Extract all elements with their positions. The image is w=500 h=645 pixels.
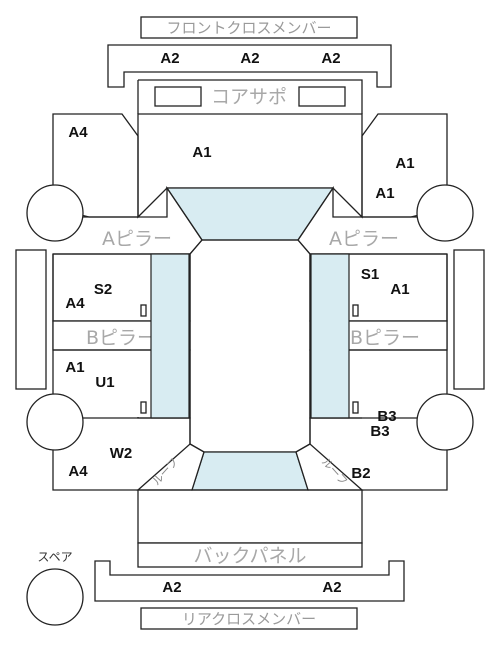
grade-right-rear-door-b1: B3 <box>377 408 396 425</box>
grade-hood: A1 <box>192 144 211 161</box>
left-rear-door-handle <box>140 401 147 414</box>
right-side-step-part[interactable] <box>453 249 485 390</box>
back-panel-label: バックパネル <box>193 545 306 567</box>
grade-right-front-door-s: S1 <box>361 266 379 283</box>
right-quarter-divider <box>309 417 362 444</box>
left-a-pillar-label: Aピラー <box>102 228 172 250</box>
rear-left-tire[interactable] <box>26 393 84 451</box>
front-cross-member-label: フロントクロスメンバー <box>166 19 331 37</box>
grade-rear-cm-left: A2 <box>162 579 181 596</box>
right-side-glass[interactable] <box>310 253 350 419</box>
trunk-lid-part[interactable] <box>137 489 363 544</box>
grade-rear-cm-right: A2 <box>322 579 341 596</box>
core-support-right-slot <box>298 86 346 107</box>
front-right-tire[interactable] <box>416 184 474 242</box>
grade-front-cm-center: A2 <box>240 50 259 67</box>
front-cross-member-part[interactable] <box>107 44 392 88</box>
front-left-tire[interactable] <box>26 184 84 242</box>
grade-right-front-door-a: A1 <box>390 281 409 298</box>
rear-cross-member-label: リアクロスメンバー <box>182 610 316 628</box>
grade-right-quarter-b: B2 <box>351 465 370 482</box>
left-front-door-handle <box>140 304 147 317</box>
spare-tire[interactable] <box>26 568 84 626</box>
right-rear-door-handle <box>352 401 359 414</box>
right-front-door-handle <box>352 304 359 317</box>
left-b-pillar-label: Bピラー <box>86 327 156 349</box>
rear-cross-member-part[interactable] <box>94 560 405 602</box>
core-support-label: コアサポ <box>211 86 287 108</box>
spare-tire-label: スペア <box>37 550 72 564</box>
rear-right-tire[interactable] <box>416 393 474 451</box>
left-side-glass[interactable] <box>150 253 190 419</box>
rear-window[interactable] <box>191 451 309 491</box>
grade-left-front-door-s: S2 <box>94 281 112 298</box>
grade-left-quarter-a: A4 <box>68 463 88 480</box>
front-cross-member-box[interactable] <box>140 16 358 39</box>
grade-front-cm-right: A2 <box>321 50 340 67</box>
left-quarter-divider <box>138 417 191 444</box>
right-a-pillar-label: Aピラー <box>329 228 399 250</box>
rear-cross-member-box[interactable] <box>140 607 358 630</box>
grade-front-right-fender-2: A1 <box>375 185 394 202</box>
left-side-step-part[interactable] <box>15 249 47 390</box>
grade-front-cm-left: A2 <box>160 50 179 67</box>
right-b-pillar-label: Bピラー <box>350 327 420 349</box>
core-support-left-slot <box>154 86 202 107</box>
grade-left-rear-door-u: U1 <box>95 374 114 391</box>
cabin-roof-area[interactable] <box>189 239 311 453</box>
core-support-frame[interactable] <box>138 79 363 114</box>
grade-left-front-door-a: A4 <box>65 295 85 312</box>
grade-front-right-fender-1: A1 <box>395 155 414 172</box>
back-panel-part[interactable] <box>137 542 363 568</box>
grade-right-rear-door-b2: B3 <box>370 423 389 440</box>
grade-left-rear-door-a: A1 <box>65 359 84 376</box>
grade-front-left-fender: A4 <box>68 124 88 141</box>
front-windshield[interactable] <box>165 187 335 241</box>
grade-left-quarter-w: W2 <box>110 445 133 462</box>
